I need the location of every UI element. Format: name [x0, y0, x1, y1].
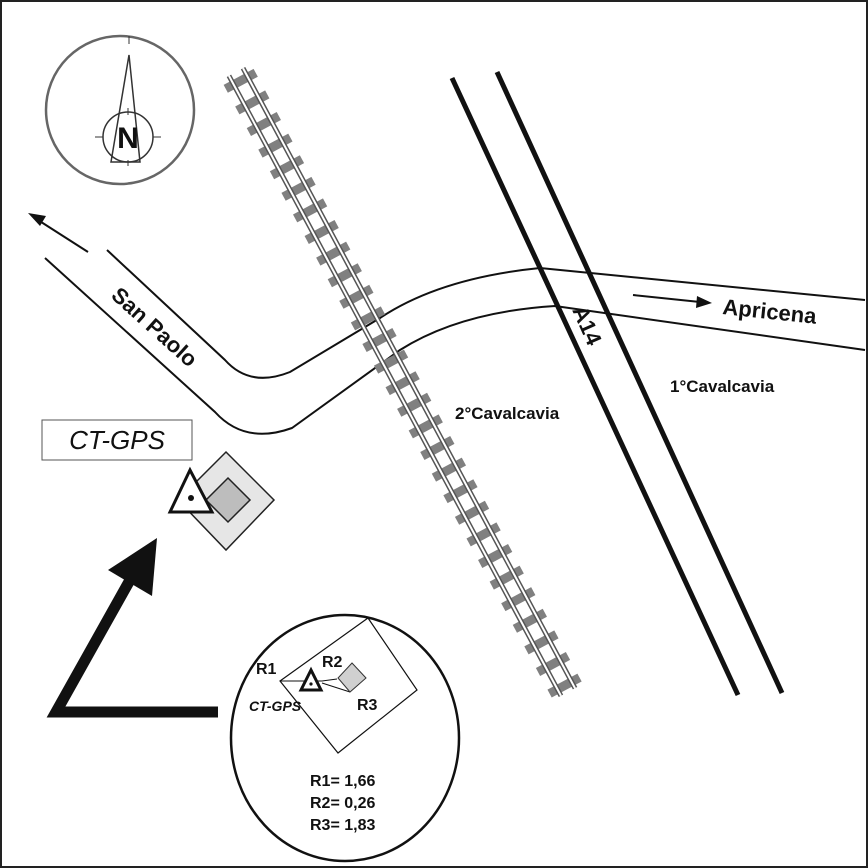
highway-a14 [449, 70, 785, 697]
railway-track [223, 67, 582, 698]
rail-sleeper [327, 263, 362, 288]
arrow-to-san-paolo-icon [28, 213, 89, 253]
inset-detail: R1 R2 R3 CT-GPS R1= 1,66 R2= 0,26 R3= 1,… [229, 613, 461, 863]
rail-sleeper [281, 176, 316, 201]
rail-sleeper [362, 328, 397, 352]
road-san-paolo-apricena [44, 249, 866, 435]
rail-sleeper [408, 414, 443, 439]
rail-sleeper [223, 68, 258, 93]
rail-sleeper [489, 565, 524, 590]
rail-highlight [242, 67, 576, 689]
rail-sleeper [466, 522, 501, 547]
north-compass-icon: N [44, 34, 196, 186]
station-label-box [41, 419, 193, 461]
inset-value-r1: R1= 1,66 [310, 773, 375, 790]
station-label: CT-GPS [69, 425, 165, 455]
rail-sleeper [420, 435, 455, 460]
inset-label-r2: R2 [322, 654, 343, 671]
bridge-label-1: 1°Cavalcavia [670, 377, 775, 396]
inset-label-r1: R1 [256, 661, 277, 678]
rail-sleeper [235, 90, 270, 115]
inset-value-r3: R3= 1,83 [310, 817, 375, 834]
rail-sleeper [304, 220, 339, 244]
rail-sleeper [385, 371, 420, 396]
rail-sleeper [373, 349, 409, 374]
rail-sleeper [443, 479, 478, 504]
rail-sleeper [454, 500, 490, 525]
inset-station-label: CT-GPS [249, 698, 302, 714]
rail-sleeper [258, 133, 293, 158]
rail-sleeper [512, 608, 547, 633]
rail-sleeper [535, 651, 571, 676]
inset-label-r3: R3 [357, 697, 378, 714]
rail-sleeper [397, 392, 432, 417]
rail-sleeper [501, 587, 536, 612]
rail-sleeper [293, 198, 328, 223]
arrow-to-apricena-icon [632, 294, 712, 308]
rail-sleeper [431, 457, 467, 482]
rail-highlight [228, 75, 562, 697]
compass-north-label: N [117, 122, 139, 155]
rail-sleeper [246, 112, 281, 137]
rail-sleeper [350, 306, 386, 331]
rail-sleeper [524, 630, 559, 655]
station-building-icon [167, 450, 276, 552]
pointer-arrow-icon [46, 538, 218, 718]
rail-sleeper [269, 155, 305, 180]
bridge-label-2: 2°Cavalcavia [455, 404, 560, 423]
rail-sleeper [339, 284, 374, 309]
rail-sleeper [316, 241, 351, 266]
inset-value-r2: R2= 0,26 [310, 795, 375, 812]
rail-sleeper [547, 673, 582, 698]
rail-sleeper [478, 543, 513, 568]
